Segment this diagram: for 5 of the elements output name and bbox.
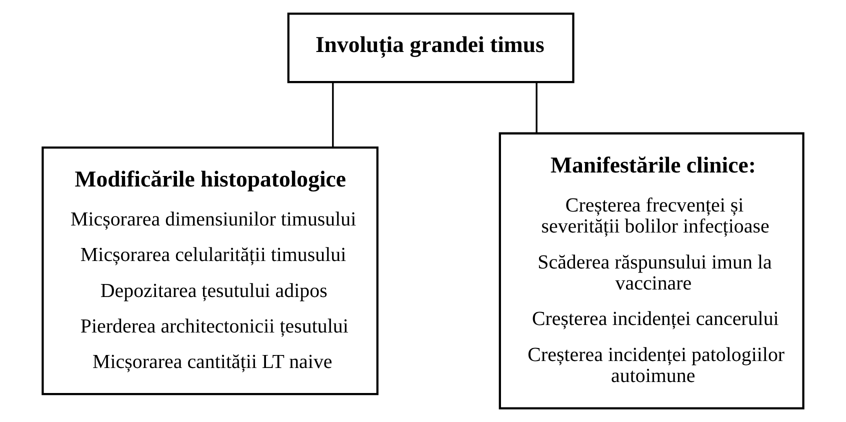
connector — [536, 82, 538, 134]
node-box: Modificările histopatologice Micșorarea dimensiunilor timusului Micșorarea celularității timusului Depozitarea țesutului adipos Pierderea architectonicii țesutului Micșorarea cantității LT naive — [42, 146, 378, 396]
node-box: Manifestările clinice: Creșterea frecvenței și severității bolilor infecțioase Scăderea răspunsului imun la vaccinare Creșterea incidenței cancerului Creșterea incidenței patologiilor autoimune — [498, 132, 804, 410]
connector — [332, 82, 334, 148]
node-box: Involuția grandei timus — [287, 12, 574, 84]
